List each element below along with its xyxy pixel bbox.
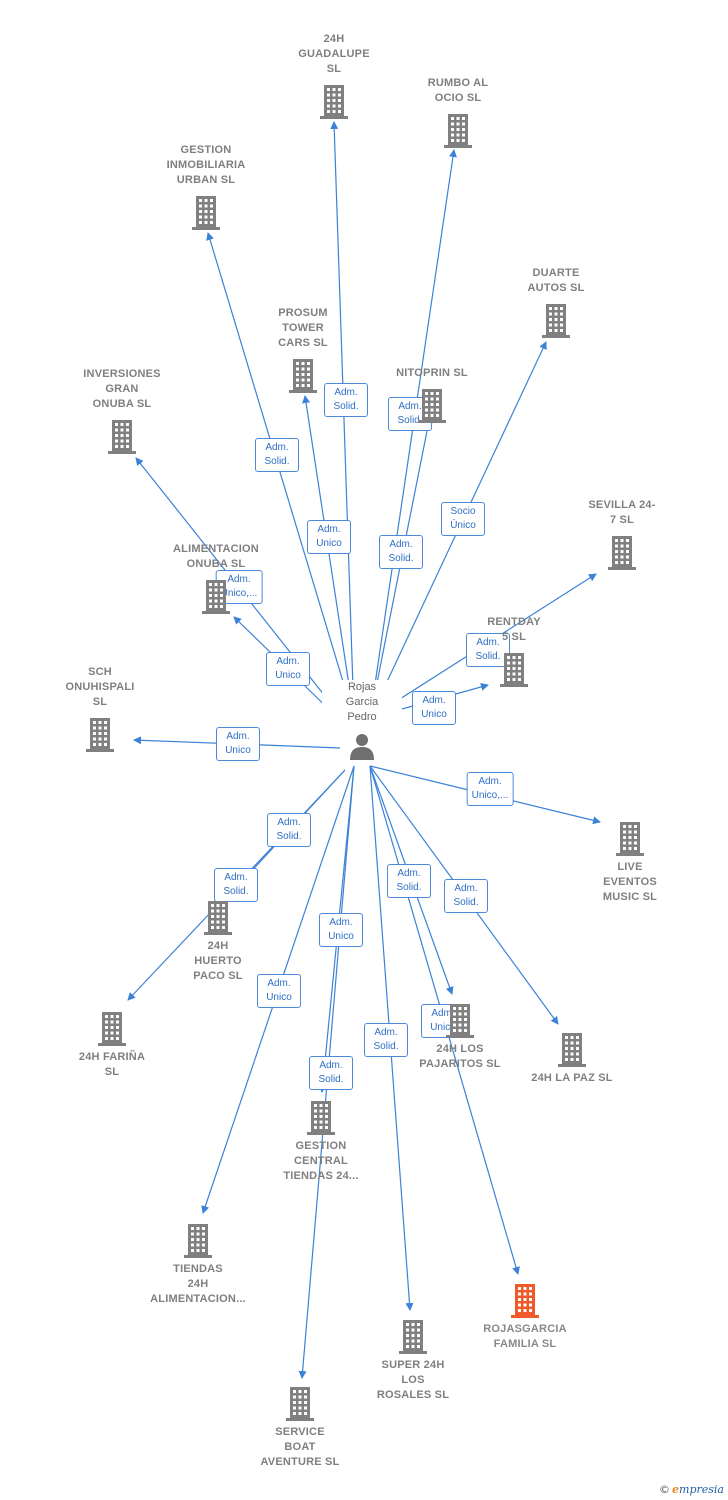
company-node[interactable]: SERVICE BOAT AVENTURE SL	[240, 1385, 360, 1470]
company-name: RUMBO AL OCIO SL	[427, 77, 489, 104]
building-icon	[616, 822, 644, 856]
company-name: INVERSIONES GRAN ONUBA SL	[83, 368, 161, 410]
company-name: PROSUM TOWER CARS SL	[278, 307, 328, 349]
company-node[interactable]: SCH ONUHISPALI SL	[40, 665, 160, 752]
edge-label[interactable]: Adm. Unico	[307, 520, 351, 554]
edge-line-n1	[330, 121, 355, 719]
building-icon	[286, 1387, 314, 1421]
edge-label[interactable]: Adm. Solid.	[466, 633, 510, 667]
company-node[interactable]: ROJASGARCIA FAMILIA SL	[465, 1282, 585, 1352]
edge-label[interactable]: Adm. Solid.	[387, 864, 431, 898]
building-icon	[511, 1284, 539, 1318]
company-node[interactable]: NITOPRIN SL	[372, 366, 492, 423]
company-name: SCH ONUHISPALI SL	[65, 666, 135, 708]
copyright-icon: ©	[659, 1483, 671, 1496]
company-name: TIENDAS 24H ALIMENTACION...	[150, 1263, 246, 1305]
company-name: GESTION CENTRAL TIENDAS 24...	[283, 1140, 359, 1182]
company-node[interactable]: 24H LA PAZ SL	[512, 1031, 632, 1086]
edge-label[interactable]: Adm. Unico	[266, 652, 310, 686]
building-icon	[446, 1004, 474, 1038]
company-node[interactable]: SUPER 24H LOS ROSALES SL	[353, 1318, 473, 1403]
company-node[interactable]: PROSUM TOWER CARS SL	[243, 306, 363, 393]
company-name: RENTDAY 5 SL	[487, 616, 541, 643]
company-node[interactable]: GESTION CENTRAL TIENDAS 24...	[261, 1099, 381, 1184]
edge-label[interactable]: Adm. Solid.	[379, 535, 423, 569]
company-name: SERVICE BOAT AVENTURE SL	[260, 1426, 340, 1468]
company-node[interactable]: SEVILLA 24- 7 SL	[562, 498, 682, 570]
company-node[interactable]: 24H FARIÑA SL	[52, 1010, 172, 1080]
company-name: GESTION INMOBILIARIA URBAN SL	[166, 144, 246, 186]
edge-line-n3	[206, 232, 355, 719]
building-icon	[307, 1101, 335, 1135]
edge-label[interactable]: Adm. Unico	[257, 974, 301, 1008]
company-name: 24H FARIÑA SL	[78, 1051, 146, 1078]
building-icon	[204, 901, 232, 935]
edge-line-n2	[369, 149, 457, 719]
building-icon	[542, 304, 570, 338]
company-node[interactable]: DUARTE AUTOS SL	[496, 266, 616, 338]
edge-label[interactable]: Adm. Solid.	[267, 813, 311, 847]
edge-label[interactable]: Adm. Unico	[216, 727, 260, 761]
edge-label[interactable]: Adm. Solid.	[309, 1056, 353, 1090]
company-node[interactable]: 24H HUERTO PACO SL	[158, 899, 278, 984]
company-node[interactable]: RUMBO AL OCIO SL	[398, 76, 518, 148]
company-name: NITOPRIN SL	[396, 367, 468, 379]
edge-label[interactable]: Adm. Solid.	[444, 879, 488, 913]
building-icon	[418, 389, 446, 423]
company-name: 24H LA PAZ SL	[531, 1072, 613, 1084]
edge-label[interactable]: Adm. Solid.	[255, 438, 299, 472]
brand-name: mpresia	[679, 1483, 724, 1496]
company-name: ROJASGARCIA FAMILIA SL	[483, 1323, 567, 1350]
company-node[interactable]: RENTDAY 5 SL	[454, 615, 574, 687]
company-node[interactable]: 24H LOS PAJARITOS SL	[400, 1002, 520, 1072]
company-name: SEVILLA 24- 7 SL	[588, 499, 656, 526]
building-icon	[184, 1224, 212, 1258]
edge-label[interactable]: Adm. Solid.	[214, 868, 258, 902]
person-name: Rojas Garcia Pedro	[322, 680, 402, 725]
edge-line-n5	[302, 395, 355, 719]
building-icon	[289, 359, 317, 393]
building-icon	[202, 580, 230, 614]
company-name: 24H GUADALUPE SL	[298, 33, 370, 75]
edge-label[interactable]: Adm. Unico	[319, 913, 363, 947]
building-icon	[500, 653, 528, 687]
building-icon	[558, 1033, 586, 1067]
edge-label[interactable]: Socio Único	[441, 502, 485, 536]
building-icon	[320, 85, 348, 119]
edge-label[interactable]: Adm. Solid.	[364, 1023, 408, 1057]
edge-label[interactable]: Adm. Unico,...	[466, 772, 514, 806]
building-icon	[98, 1012, 126, 1046]
company-name: LIVE EVENTOS MUSIC SL	[602, 861, 658, 903]
company-name: DUARTE AUTOS SL	[527, 267, 585, 294]
edge-label[interactable]: Adm. Solid.	[324, 383, 368, 417]
company-node[interactable]: LIVE EVENTOS MUSIC SL	[570, 820, 690, 905]
company-node[interactable]: 24H GUADALUPE SL	[274, 32, 394, 119]
company-name: 24H LOS PAJARITOS SL	[419, 1043, 501, 1070]
brand-footer[interactable]: ©empresia	[659, 1483, 724, 1496]
building-icon	[444, 114, 472, 148]
building-icon	[399, 1320, 427, 1354]
company-node[interactable]: ALIMENTACION ONUBA SL	[156, 542, 276, 614]
building-icon	[608, 536, 636, 570]
brand-initial: e	[672, 1483, 680, 1496]
building-icon	[192, 196, 220, 230]
building-icon	[108, 420, 136, 454]
edge-label[interactable]: Adm. Unico	[412, 691, 456, 725]
person-icon	[350, 734, 374, 760]
company-name: SUPER 24H LOS ROSALES SL	[376, 1359, 450, 1401]
building-icon	[86, 718, 114, 752]
company-node[interactable]: GESTION INMOBILIARIA URBAN SL	[146, 143, 266, 230]
company-node[interactable]: INVERSIONES GRAN ONUBA SL	[62, 367, 182, 454]
company-node[interactable]: TIENDAS 24H ALIMENTACION...	[138, 1222, 258, 1307]
company-name: 24H HUERTO PACO SL	[193, 940, 243, 982]
company-name: ALIMENTACION ONUBA SL	[173, 543, 259, 570]
person-node[interactable]: Rojas Garcia Pedro	[322, 680, 402, 761]
